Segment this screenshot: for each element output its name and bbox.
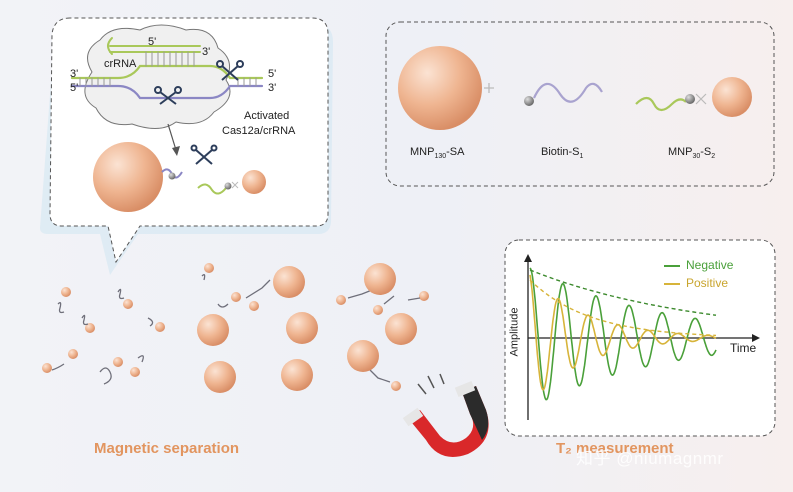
mnp30-s2-particle (635, 77, 752, 117)
watermark: 知乎 @niumagnmr (576, 449, 724, 468)
magnetic-separation-caption: Magnetic separation (94, 440, 240, 457)
scissors-icon (216, 60, 244, 81)
magnet-icon (402, 373, 489, 457)
probe-strands (51, 274, 421, 385)
biotin-s1-label: Biotin-S1 (541, 146, 584, 161)
x-axis-label: Time (730, 341, 757, 355)
y-axis-arrow-icon (524, 254, 532, 262)
three-prime-label: 3' (202, 46, 211, 58)
five-prime-label: 5' (148, 36, 157, 48)
series-negative-line (529, 267, 717, 401)
activated-label: Activated (244, 110, 290, 122)
legend-positive-label: Positive (686, 276, 729, 290)
five-prime-label: 5' (70, 82, 79, 94)
large-particles (197, 263, 417, 393)
mnp130-sa-label: MNP130-SA (410, 146, 465, 161)
crrna-label: crRNA (104, 58, 137, 70)
t2-chart (524, 254, 760, 420)
series-positive-line (529, 274, 717, 391)
series-positive-envelope (529, 279, 717, 337)
three-prime-label: 3' (268, 82, 277, 94)
mnp30-s2-label: MNP30-S2 (668, 146, 716, 161)
cleaved-reporter (93, 142, 266, 212)
arrow-head-icon (172, 146, 180, 156)
x-axis-arrow-icon (752, 334, 760, 342)
t2-measurement-caption: T₂ measurement (556, 440, 674, 457)
legend-negative-label: Negative (686, 258, 734, 272)
five-prime-label: 5' (268, 68, 277, 80)
biotin-s1-probe (524, 82, 603, 106)
cas12a-enzyme (84, 24, 231, 129)
scissors-icon (154, 86, 182, 105)
mnp130-sa-particle (398, 46, 494, 130)
three-prime-label: 3' (70, 68, 79, 80)
cas12a-crrna-label: Cas12a/crRNA (222, 125, 296, 137)
reagent-panel (385, 21, 775, 187)
y-axis-label: Amplitude (508, 307, 521, 357)
small-particles (42, 263, 429, 391)
cleavage-arrow (167, 123, 177, 151)
dna-duplex (70, 37, 264, 100)
